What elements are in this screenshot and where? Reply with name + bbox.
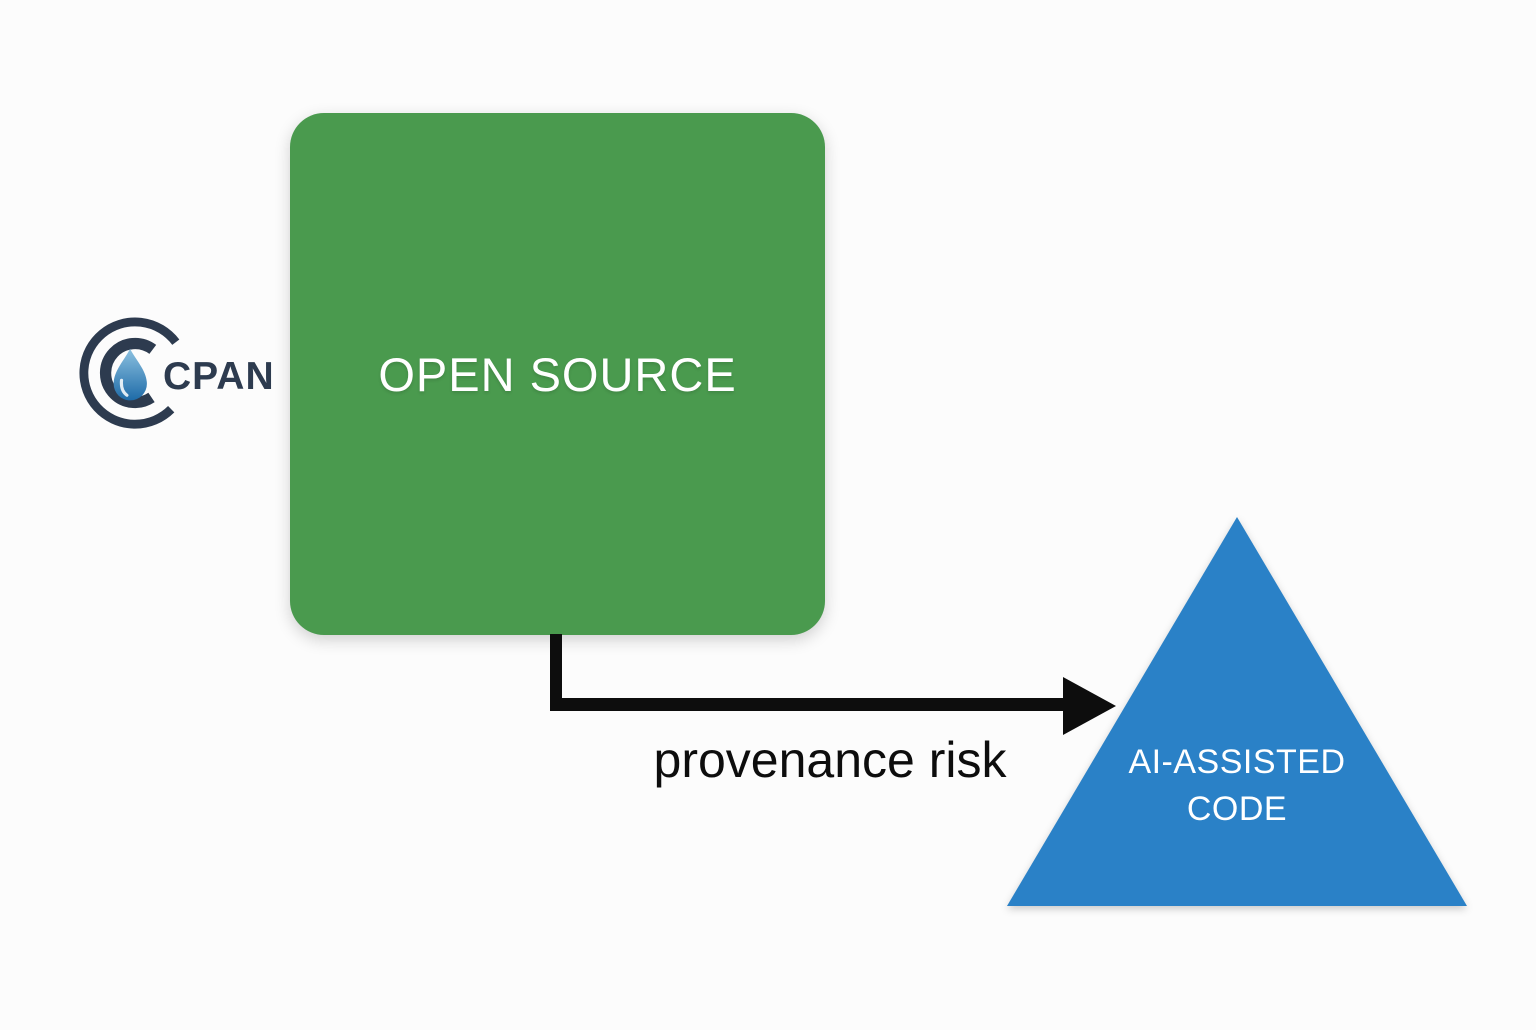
- cpan-logo: CPAN: [76, 314, 274, 436]
- node-open-source: OPEN SOURCE: [290, 113, 825, 635]
- ai-assisted-code-label-line2: CODE: [1186, 790, 1288, 828]
- cpan-logo-text: CPAN: [163, 355, 275, 398]
- edge-arrow-vertical-segment: [550, 634, 562, 711]
- water-drop-highlight-icon: [119, 378, 129, 397]
- water-drop-icon: [113, 348, 147, 401]
- cpan-logo-icon: [79, 317, 180, 429]
- triangle-shape: AI-ASSISTED CODE: [1007, 517, 1467, 906]
- ai-assisted-code-label-line1: AI-ASSISTED: [1128, 743, 1346, 781]
- open-source-label: OPEN SOURCE: [378, 347, 737, 401]
- logo-outer-ring-icon: [79, 317, 180, 429]
- logo-inner-c-icon: [99, 337, 157, 409]
- edge-label-provenance-risk: provenance risk: [653, 732, 1007, 788]
- ai-assisted-code-label: AI-ASSISTED CODE: [1007, 739, 1467, 833]
- edge-arrow-horizontal-segment: [550, 698, 1065, 711]
- node-ai-assisted-code: AI-ASSISTED CODE: [1007, 517, 1467, 906]
- edge-arrowhead-icon: [1063, 677, 1116, 735]
